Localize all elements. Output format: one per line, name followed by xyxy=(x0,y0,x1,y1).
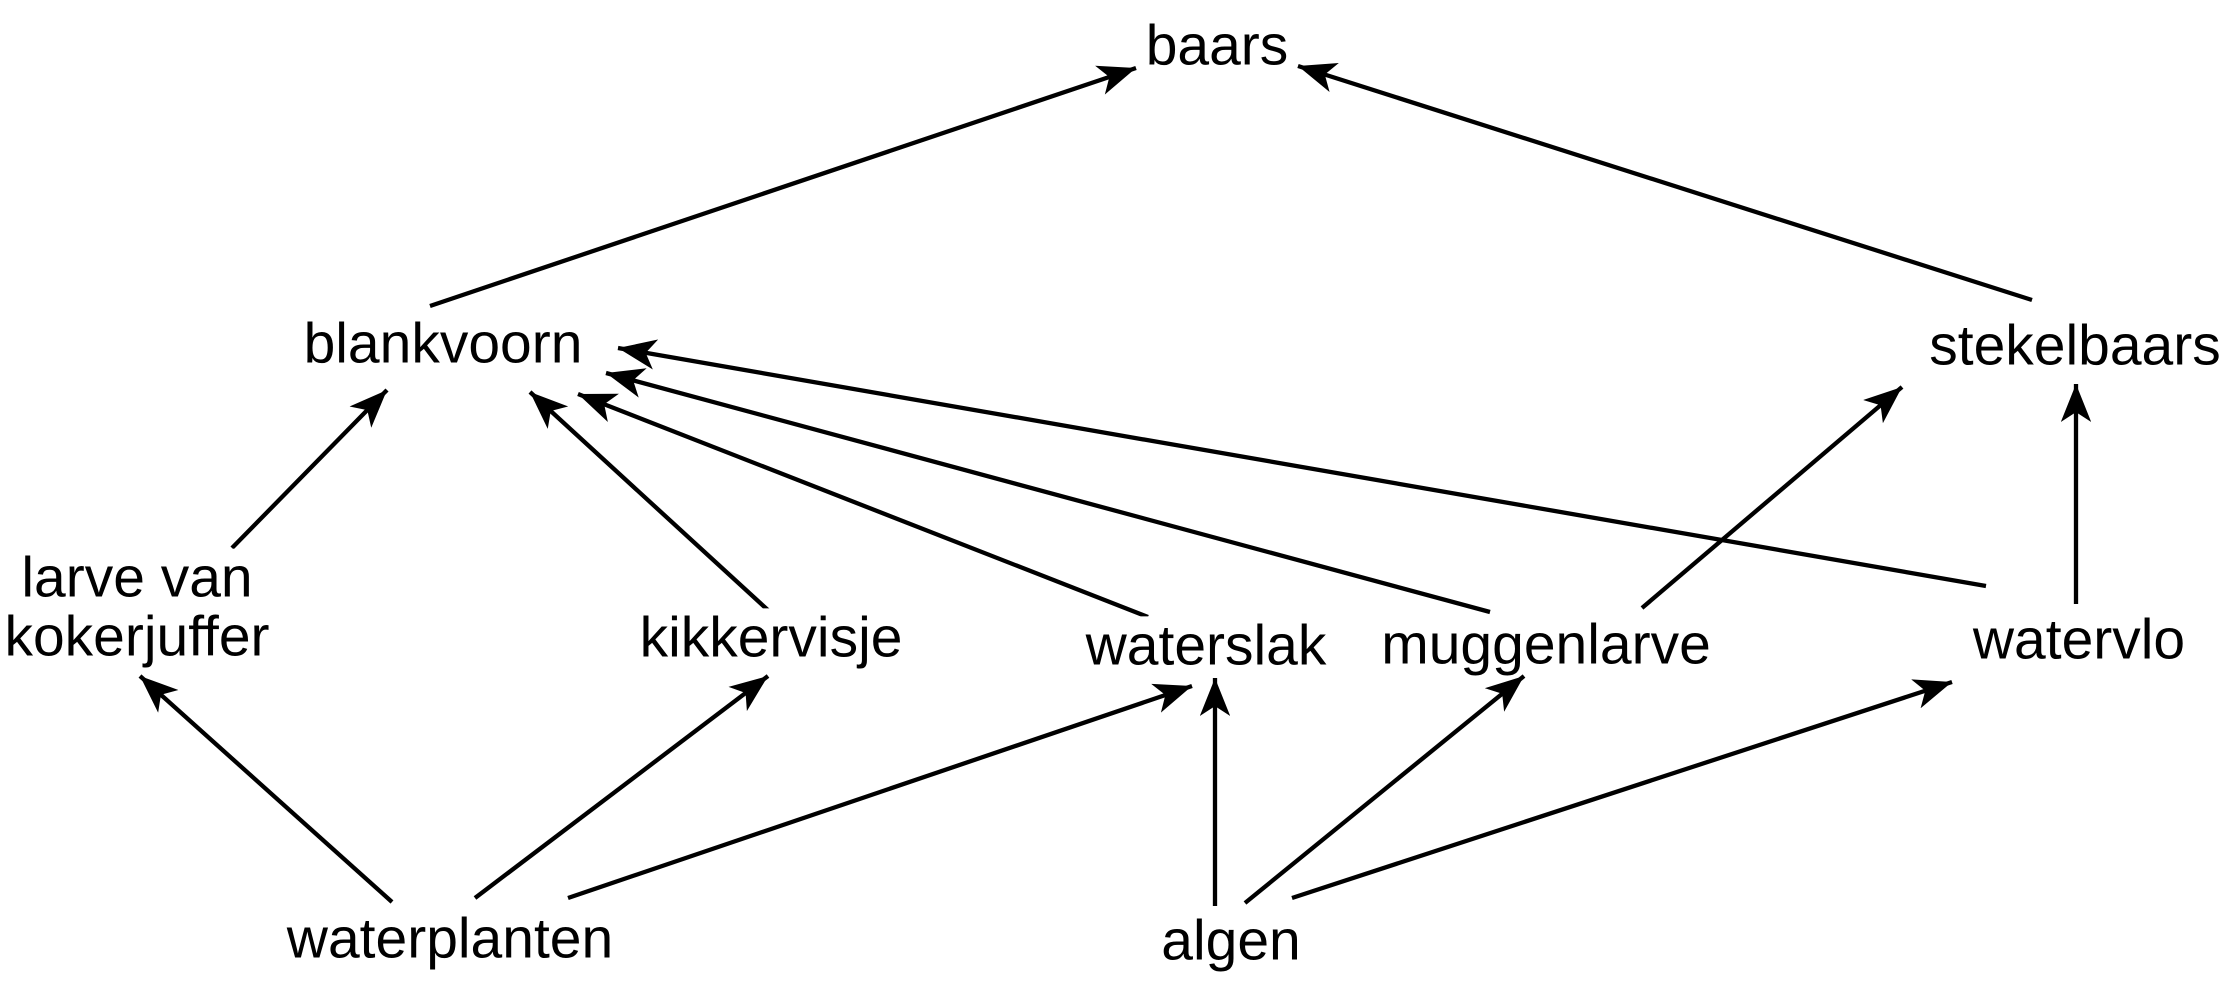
arrow-waterplanten-to-kikkervisje xyxy=(473,674,770,900)
arrow-waterplanten-to-waterslak xyxy=(567,683,1193,901)
species-label-larve-van-kokerjuffer: larve van kokerjuffer xyxy=(0,548,274,668)
arrow-kikkervisje-to-blankvoorn xyxy=(528,390,772,614)
arrow-stekelbaars-to-baars xyxy=(1297,63,2033,303)
arrow-larve-van-kokerjuffer-to-blankvoorn xyxy=(230,388,389,550)
species-label-muggenlarve: muggenlarve xyxy=(1377,615,1715,675)
species-label-watervlo: watervlo xyxy=(1968,610,2190,670)
species-label-waterslak: waterslak xyxy=(1081,616,1331,676)
arrow-algen-to-muggenlarve xyxy=(1243,674,1526,905)
species-label-stekelbaars: stekelbaars xyxy=(1925,316,2225,376)
arrow-waterslak-to-blankvoorn xyxy=(577,391,1149,620)
arrow-muggenlarve-to-blankvoorn xyxy=(605,368,1491,615)
arrow-watervlo-to-blankvoorn xyxy=(617,339,1987,589)
species-label-waterplanten: waterplanten xyxy=(282,909,618,969)
arrow-muggenlarve-to-stekelbaars xyxy=(1640,385,1904,610)
species-label-kikkervisje: kikkervisje xyxy=(635,608,907,668)
species-label-blankvoorn: blankvoorn xyxy=(299,314,587,374)
arrow-waterplanten-to-larve-van-kokerjuffer xyxy=(138,674,394,904)
arrow-algen-to-watervlo xyxy=(1291,679,1953,901)
species-label-baars: baars xyxy=(1141,16,1293,76)
species-label-algen: algen xyxy=(1157,911,1305,971)
arrow-blankvoorn-to-baars xyxy=(429,65,1137,309)
